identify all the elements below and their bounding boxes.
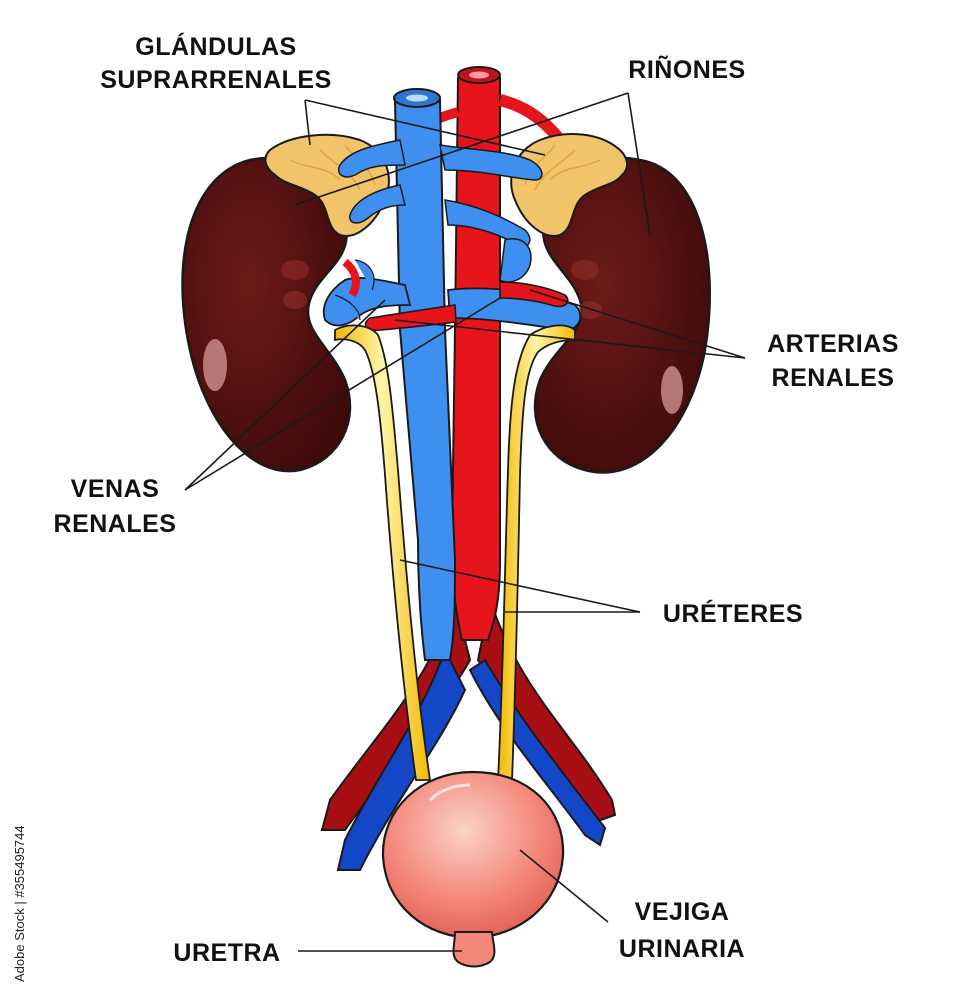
label-urethra: URETRA [173,939,280,967]
label-bladder-line1: VEJIGA [635,898,730,926]
vena-cava [393,88,457,661]
label-arteries-line2: RENALES [772,364,895,392]
label-adrenal-line2: SUPRARRENALES [100,66,332,94]
left-kidney [181,156,352,473]
label-veins-line2: RENALES [54,510,177,538]
urethra [452,931,496,968]
right-renal-artery [499,281,569,308]
label-adrenal-line1: GLÁNDULAS [135,32,296,61]
label-veins-line1: VENAS [71,475,160,503]
watermark-text: Adobe Stock | #355495744 [12,825,27,982]
right-adrenal-gland [510,133,628,237]
stock-watermark: Adobe Stock | #355495744 [12,825,27,982]
label-ureters: URÉTERES [663,599,803,628]
left-ureter [334,324,432,781]
labels: GLÁNDULAS SUPRARRENALES RIÑONES ARTERIAS… [54,32,899,967]
right-kidney [533,156,711,474]
adrenal-veins [338,139,543,247]
urinary-bladder [381,770,565,940]
label-bladder-line2: URINARIA [619,935,745,963]
label-arteries-line1: ARTERIAS [767,330,899,358]
label-kidneys: RIÑONES [628,54,745,84]
leader-lines [184,92,746,952]
